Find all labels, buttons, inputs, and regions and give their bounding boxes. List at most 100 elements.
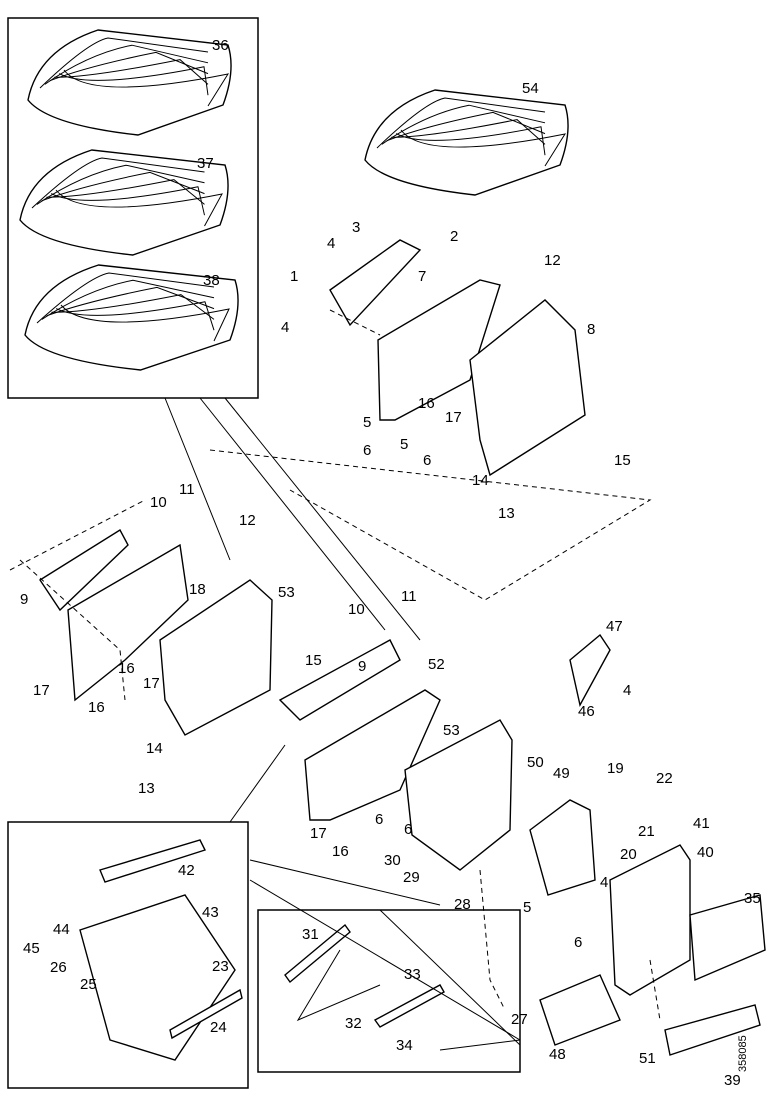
- fender-rib: [55, 189, 223, 227]
- callout-3: 3: [352, 219, 360, 236]
- fender-rib: [46, 179, 205, 205]
- callout-31: 31: [302, 926, 319, 943]
- dashed-line: [329, 309, 381, 336]
- callout-4: 4: [623, 682, 631, 699]
- callout-6: 6: [363, 442, 371, 459]
- callout-5: 5: [523, 899, 531, 916]
- callout-17: 17: [33, 682, 50, 699]
- callout-17: 17: [310, 825, 327, 842]
- callout-30: 30: [384, 852, 401, 869]
- leader-line: [379, 909, 521, 1046]
- plate-51: [664, 1004, 761, 1056]
- callout-16: 16: [118, 660, 135, 677]
- callout-39: 39: [724, 1072, 741, 1089]
- callout-17: 17: [143, 675, 160, 692]
- callout-42: 42: [178, 862, 195, 879]
- callout-16: 16: [88, 699, 105, 716]
- callout-21: 21: [638, 823, 655, 840]
- callout-23: 23: [212, 958, 229, 975]
- callout-15: 15: [614, 452, 631, 469]
- callout-43: 43: [202, 904, 219, 921]
- dashed-line: [9, 499, 146, 571]
- plate-48: [539, 974, 621, 1046]
- callout-1: 1: [290, 268, 298, 285]
- strip-42: [99, 839, 206, 883]
- fender-rib: [55, 301, 215, 331]
- callout-48: 48: [549, 1046, 566, 1063]
- callout-8: 8: [587, 321, 595, 338]
- leader-line: [249, 879, 521, 1041]
- callout-46: 46: [578, 703, 595, 720]
- callout-11: 11: [401, 588, 417, 605]
- callout-4: 4: [600, 874, 608, 891]
- callout-13: 13: [498, 505, 515, 522]
- callout-19: 19: [607, 760, 624, 777]
- mudflap-holder-40: [609, 844, 691, 996]
- fender-rib: [50, 186, 205, 216]
- callout-53: 53: [278, 584, 295, 601]
- callout-52: 52: [428, 656, 445, 673]
- leader-line: [164, 397, 231, 561]
- leader-line: [249, 859, 441, 906]
- callout-49: 49: [553, 765, 570, 782]
- fender-rib: [395, 126, 546, 156]
- callout-27: 27: [511, 1011, 528, 1028]
- light-35: [689, 894, 766, 982]
- callout-7: 7: [418, 268, 426, 285]
- callout-25: 25: [80, 976, 97, 993]
- bracket-19: [529, 799, 596, 896]
- callout-54: 54: [522, 80, 539, 97]
- fender-rib: [54, 59, 209, 85]
- fender-36: [27, 29, 232, 136]
- callout-29: 29: [403, 869, 420, 886]
- callout-40: 40: [697, 844, 714, 861]
- bracket-9-left: [39, 529, 129, 612]
- mudguard-half-8: [469, 299, 586, 477]
- bracket-1: [329, 239, 422, 327]
- fender-38: [24, 264, 239, 371]
- fender-rib: [39, 37, 209, 89]
- bracket-32: [296, 949, 381, 1022]
- callout-5: 5: [400, 436, 408, 453]
- bar-31: [284, 923, 351, 984]
- leader-line: [199, 397, 386, 631]
- callout-24: 24: [210, 1019, 227, 1036]
- callout-6: 6: [574, 934, 582, 951]
- callout-34: 34: [396, 1037, 413, 1054]
- callout-32: 32: [345, 1015, 362, 1032]
- fender-37: [19, 149, 229, 256]
- callout-13: 13: [138, 780, 155, 797]
- callout-50: 50: [527, 754, 544, 771]
- callout-10: 10: [348, 601, 365, 618]
- callout-11: 11: [179, 481, 195, 498]
- callout-6: 6: [423, 452, 431, 469]
- fender-rib: [63, 69, 230, 107]
- mudguard-half-18: [67, 543, 189, 702]
- bracket-46: [569, 633, 611, 707]
- fender-rib: [60, 304, 230, 342]
- callout-33: 33: [404, 966, 421, 983]
- callout-37: 37: [197, 155, 214, 172]
- leader-line: [224, 397, 421, 641]
- callout-12: 12: [239, 512, 256, 529]
- callout-20: 20: [620, 846, 637, 863]
- callout-16: 16: [418, 395, 435, 412]
- callout-6: 6: [375, 811, 383, 828]
- fender-rib: [391, 119, 546, 145]
- dashed-line: [209, 449, 652, 601]
- callout-14: 14: [146, 740, 163, 757]
- strip-23: [169, 988, 243, 1040]
- leader-line: [229, 744, 286, 823]
- callout-4: 4: [327, 235, 335, 252]
- fender-rib: [36, 272, 215, 324]
- bracket-detail-inset: [257, 909, 521, 1073]
- callout-18: 18: [189, 581, 206, 598]
- callout-36: 36: [212, 37, 229, 54]
- dashed-line: [649, 959, 661, 1021]
- mudguard-half-53: [159, 579, 273, 736]
- callout-47: 47: [606, 618, 623, 635]
- callout-38: 38: [203, 272, 220, 289]
- callout-22: 22: [656, 770, 673, 787]
- dashed-line: [479, 869, 506, 1011]
